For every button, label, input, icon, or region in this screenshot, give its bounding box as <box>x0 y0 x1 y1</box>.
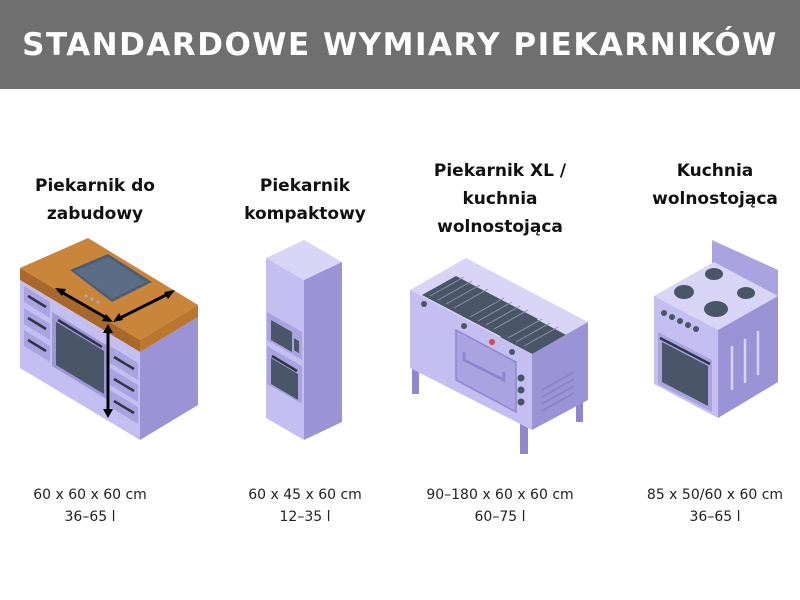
oven-capacity: 36–65 l <box>64 509 116 525</box>
oven-title: Piekarnik do zabudowy <box>35 176 155 224</box>
oven-title: Piekarnik kompaktowy <box>244 176 366 224</box>
oven-card-compact: Piekarnik kompaktowy 60 x 45 x 60 cm 12–… <box>200 0 400 600</box>
oven-dimensions: 60 x 45 x 60 cm <box>248 487 362 503</box>
xl-range-cooker-icon <box>410 258 588 454</box>
oven-dimensions: 85 x 50/60 x 60 cm <box>646 487 784 503</box>
page-title: STANDARDOWE WYMIARY PIEKARNIKÓW <box>22 26 778 63</box>
oven-title: Kuchnia wolnostojąca <box>652 161 778 209</box>
oven-dimensions: 90–180 x 60 x 60 cm <box>426 487 574 503</box>
oven-capacity: 60–75 l <box>474 509 526 525</box>
oven-card-built-in: Piekarnik do zabudowy <box>0 0 200 600</box>
oven-card-freestanding: Kuchnia wolnostojąca 85 x 50/60 x 60 cm … <box>600 0 800 600</box>
oven-capacity: 12–35 l <box>279 509 331 525</box>
oven-specs: 60 x 60 x 60 cm 36–65 l <box>0 484 190 528</box>
compact-oven-column-icon <box>266 240 342 440</box>
built-in-oven-cabinet-icon <box>20 238 198 440</box>
oven-specs: 90–180 x 60 x 60 cm 60–75 l <box>400 484 600 528</box>
freestanding-stove-icon <box>654 240 778 418</box>
oven-card-xl: Piekarnik XL / kuchnia wolnostojąca <box>400 0 600 600</box>
oven-specs: 60 x 45 x 60 cm 12–35 l <box>205 484 405 528</box>
oven-title: Piekarnik XL / kuchnia wolnostojąca <box>433 161 567 237</box>
oven-capacity: 36–65 l <box>689 509 741 525</box>
header-banner: STANDARDOWE WYMIARY PIEKARNIKÓW <box>0 0 800 89</box>
oven-dimensions: 60 x 60 x 60 cm <box>33 487 147 503</box>
oven-specs: 85 x 50/60 x 60 cm 36–65 l <box>615 484 800 528</box>
